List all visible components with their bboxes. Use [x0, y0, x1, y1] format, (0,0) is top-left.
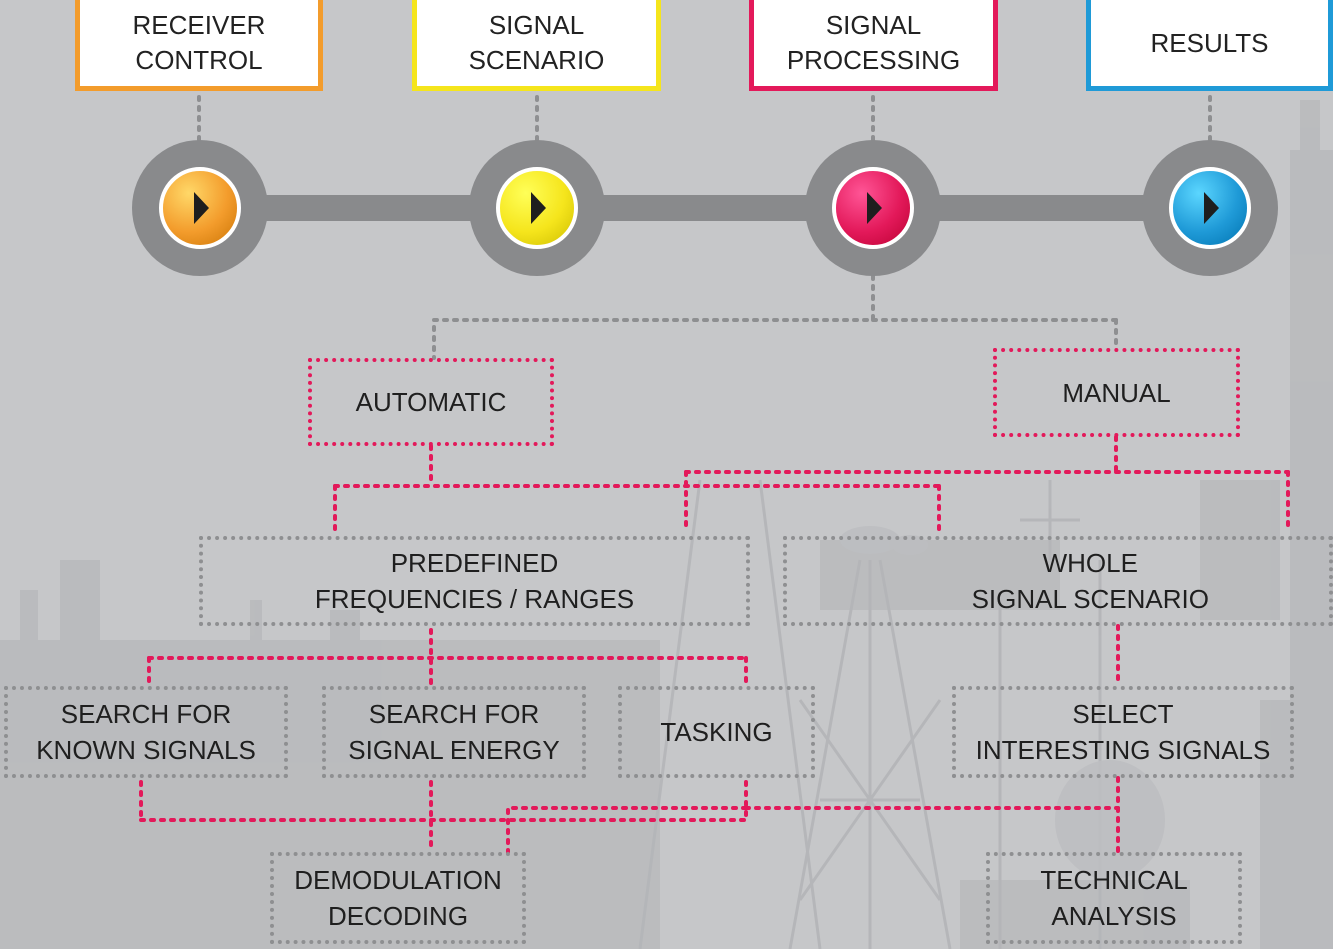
play-icon	[531, 192, 546, 224]
whole-signal-scenario-label: WHOLE SIGNAL SCENARIO	[971, 548, 1209, 614]
header-receiver-control[interactable]: RECEIVER CONTROL	[75, 0, 323, 91]
step-receiver-control[interactable]	[132, 140, 268, 276]
step-results[interactable]	[1142, 140, 1278, 276]
predefined-frequencies-box[interactable]: PREDEFINED FREQUENCIES / RANGES	[199, 536, 750, 626]
step-signal-scenario[interactable]	[469, 140, 605, 276]
header-results[interactable]: RESULTS	[1086, 0, 1333, 91]
play-icon	[194, 192, 209, 224]
play-icon	[1204, 192, 1219, 224]
mode-automatic[interactable]: AUTOMATIC	[308, 358, 554, 446]
select-interesting-signals-box[interactable]: SELECT INTERESTING SIGNALS	[952, 686, 1294, 778]
header-receiver-control-label: RECEIVER CONTROL	[132, 10, 266, 75]
header-signal-scenario-label: SIGNAL SCENARIO	[468, 10, 605, 75]
step-signal-processing[interactable]	[805, 140, 941, 276]
header-signal-processing[interactable]: SIGNAL PROCESSING	[749, 0, 998, 91]
search-known-signals-box[interactable]: SEARCH FOR KNOWN SIGNALS	[4, 686, 288, 778]
play-icon	[867, 192, 882, 224]
tasking-box[interactable]: TASKING	[618, 686, 815, 778]
search-signal-energy-box[interactable]: SEARCH FOR SIGNAL ENERGY	[322, 686, 586, 778]
header-signal-scenario[interactable]: SIGNAL SCENARIO	[412, 0, 661, 91]
whole-signal-scenario-box[interactable]: WHOLE SIGNAL SCENARIO	[783, 536, 1333, 626]
demodulation-decoding-box[interactable]: DEMODULATION DECODING	[270, 852, 526, 944]
mode-manual[interactable]: MANUAL	[993, 348, 1240, 437]
to-demodulation-link	[506, 806, 748, 854]
header-signal-processing-label: SIGNAL PROCESSING	[786, 10, 961, 75]
processing-branch-link	[432, 274, 875, 360]
technical-analysis-box[interactable]: TECHNICAL ANALYSIS	[986, 852, 1242, 944]
header-results-label: RESULTS	[1150, 27, 1269, 58]
